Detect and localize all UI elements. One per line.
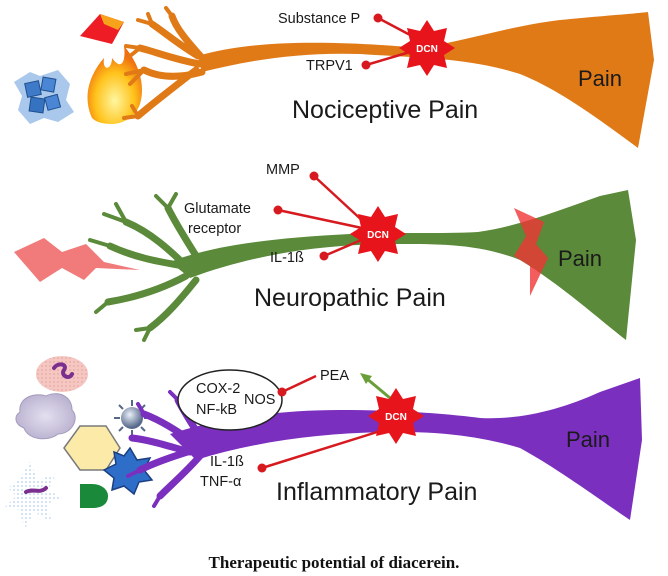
- flame-icon: [80, 14, 143, 124]
- inflammatory-neuron: [126, 378, 642, 520]
- pain-label: Pain: [578, 66, 622, 91]
- spiky-cell-icon: [114, 400, 150, 436]
- nociceptive-panel: Substance P TRPV1 DCN Pain Nociceptive P…: [14, 6, 654, 148]
- tnfa-label: TNF-α: [200, 474, 241, 490]
- hexagon-icon: [63, 425, 121, 471]
- trpv1-label: TRPV1: [306, 58, 353, 74]
- cox2-label: COX-2: [196, 381, 240, 397]
- substance-p-label: Substance P: [278, 11, 360, 27]
- inflammatory-panel: COX-2 NF-kB NOS PEA IL-1ß TNF-α DCN Pain…: [4, 356, 642, 530]
- pea-marker: [277, 374, 317, 397]
- neuropathic-title: Neuropathic Pain: [254, 284, 446, 312]
- pain-label: Pain: [558, 246, 602, 271]
- glutamate-receptor-marker: [273, 205, 363, 230]
- lightning-bolt-icon: [14, 238, 140, 282]
- glial-cell-icon: [15, 393, 76, 440]
- neuropathic-neuron: [88, 190, 636, 342]
- nos-label: NOS: [244, 392, 275, 408]
- nociceptive-neuron: [122, 6, 654, 148]
- dcn-badge: DCN: [368, 388, 424, 444]
- d-shape-icon: [80, 484, 108, 508]
- star-icon: [102, 446, 154, 496]
- il1b-label: IL-1ß: [210, 454, 244, 470]
- injury-burst-icon: [514, 208, 548, 296]
- mmp-marker: [309, 171, 367, 225]
- inflammatory-title: Inflammatory Pain: [276, 478, 477, 506]
- pea-arrow: [360, 373, 391, 400]
- pain-label: Pain: [566, 427, 610, 452]
- il1b-label: IL-1ß: [270, 250, 304, 266]
- trpv1-marker: [361, 50, 411, 70]
- svg-text:DCN: DCN: [416, 44, 438, 55]
- dcn-badge: DCN: [399, 20, 455, 76]
- glutamate-label: Glutamate: [184, 201, 251, 217]
- figure-caption: Therapeutic potential of diacerein.: [209, 553, 460, 572]
- nociceptive-title: Nociceptive Pain: [292, 96, 478, 124]
- mediators-oval: COX-2 NF-kB NOS: [177, 369, 283, 431]
- neuropathic-panel: MMP Glutamate receptor IL-1ß DCN Pain Ne…: [14, 162, 636, 342]
- bacteria-icon: [4, 462, 62, 530]
- immune-cell-icon: [36, 356, 88, 392]
- pea-label: PEA: [320, 368, 349, 384]
- receptor-label: receptor: [188, 221, 241, 237]
- il1b-marker: [319, 236, 367, 261]
- svg-text:DCN: DCN: [367, 230, 389, 241]
- substance-p-marker: [373, 13, 413, 38]
- nfkb-label: NF-kB: [196, 402, 237, 418]
- dcn-badge: DCN: [350, 206, 406, 262]
- svg-text:DCN: DCN: [385, 412, 407, 423]
- cytokine-marker: [257, 426, 391, 473]
- ice-cubes-icon: [14, 70, 74, 124]
- mmp-label: MMP: [266, 162, 300, 178]
